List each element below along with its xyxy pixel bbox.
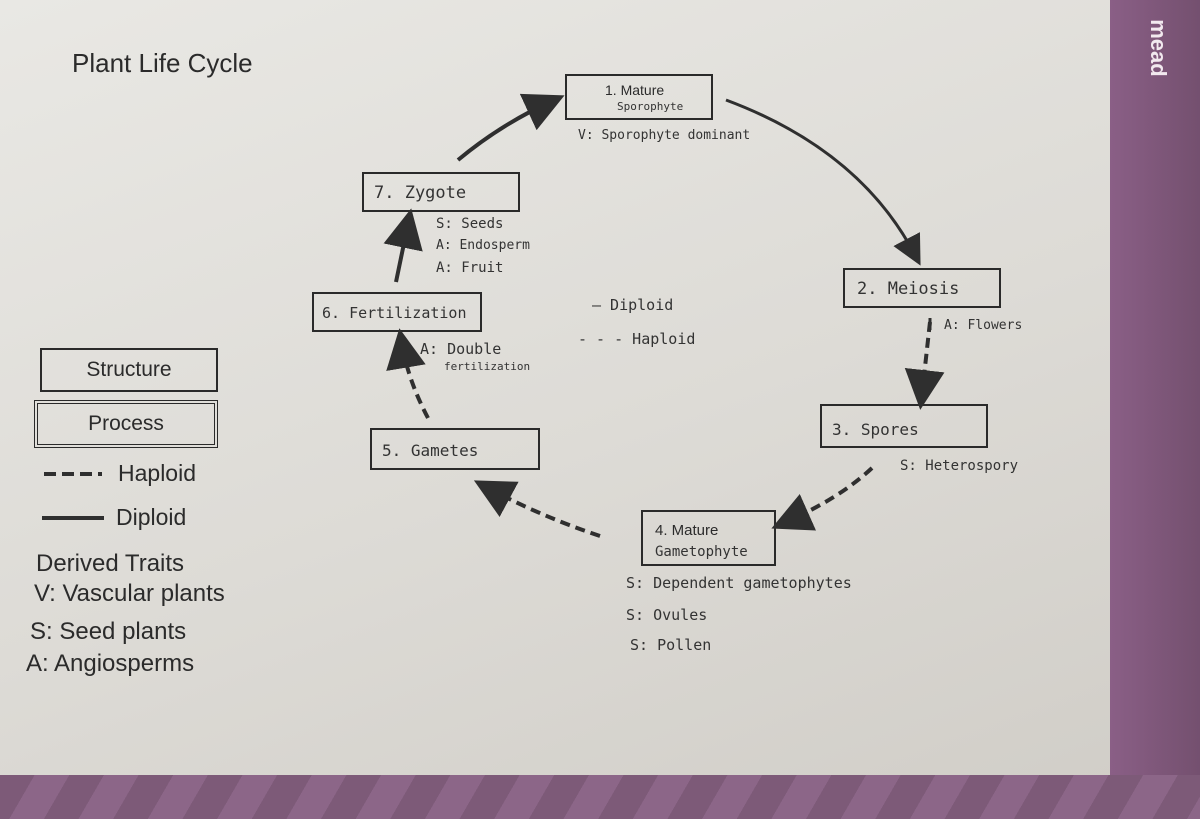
stage-5-box: 5. Gametes	[370, 428, 540, 470]
arrow-zygote-to-sporophyte	[456, 93, 565, 162]
legend-diploid-label: Diploid	[116, 504, 187, 530]
stage-6-title: 6. Fertilization	[322, 304, 467, 322]
stage-4-note-1: S: Dependent gametophytes	[626, 574, 852, 592]
stage-3-note: S: Heterospory	[900, 458, 1019, 474]
derived-trait-s: S: Seed plants	[30, 618, 187, 645]
derived-trait-a: A: Angiosperms	[26, 650, 195, 677]
legend-structure-label: Structure	[86, 358, 172, 381]
legend-process-label: Process	[88, 412, 164, 435]
arrow-meiosis-to-spores	[904, 321, 945, 410]
stage-6-note-1: A: Double	[420, 340, 502, 358]
stage-3-title: 3. Spores	[832, 420, 919, 439]
page-title: Plant Life Cycle	[72, 48, 253, 78]
stage-1-box: 1. Mature Sporophyte	[565, 74, 713, 120]
stage-7-title: 7. Zygote	[374, 183, 467, 203]
arrow-gametophyte-to-gametes	[473, 480, 601, 538]
binder-edge	[1110, 0, 1200, 819]
arrow-fertilization-to-zygote	[383, 208, 423, 283]
stage-6-note-2: fertilization	[444, 360, 531, 373]
stage-1-note: V: Sporophyte dominant	[578, 128, 751, 143]
stage-2-title: 2. Meiosis	[857, 279, 960, 299]
arrow-spores-to-gametophyte	[771, 466, 874, 531]
stage-4-subtitle: Gametophyte	[655, 544, 748, 560]
center-key-haploid: - - - Haploid	[578, 330, 696, 348]
center-key-diploid: — Diploid	[592, 296, 674, 314]
legend-haploid-label: Haploid	[118, 460, 196, 486]
stage-7-note-3: A: Fruit	[436, 260, 504, 276]
stage-2-note: A: Flowers	[944, 318, 1023, 333]
stage-7-box: 7. Zygote	[362, 172, 520, 212]
stage-5-title: 5. Gametes	[382, 441, 479, 460]
stage-7-note-2: A: Endosperm	[436, 238, 530, 253]
stage-1-subtitle: Sporophyte	[617, 100, 684, 113]
purple-cover-stripe	[0, 775, 1200, 819]
stage-1-title: 1. Mature	[605, 82, 665, 98]
arrow-gametes-to-fertilization	[386, 328, 430, 419]
derived-trait-v: V: Vascular plants	[34, 580, 225, 607]
legend-process-box: Process	[34, 400, 218, 448]
arrow-sporophyte-to-meiosis	[725, 98, 921, 266]
stage-4-note-2: S: Ovules	[626, 606, 708, 624]
legend-structure-box: Structure	[40, 348, 218, 392]
stage-3-box: 3. Spores	[820, 404, 988, 448]
stage-4-title: 4. Mature	[655, 522, 719, 539]
stage-4-box: 4. Mature Gametophyte	[641, 510, 776, 566]
stage-7-note-1: S: Seeds	[436, 216, 504, 232]
stage-2-box: 2. Meiosis	[843, 268, 1001, 308]
stage-4-note-3: S: Pollen	[630, 636, 712, 654]
derived-traits-heading: Derived Traits	[36, 550, 185, 577]
